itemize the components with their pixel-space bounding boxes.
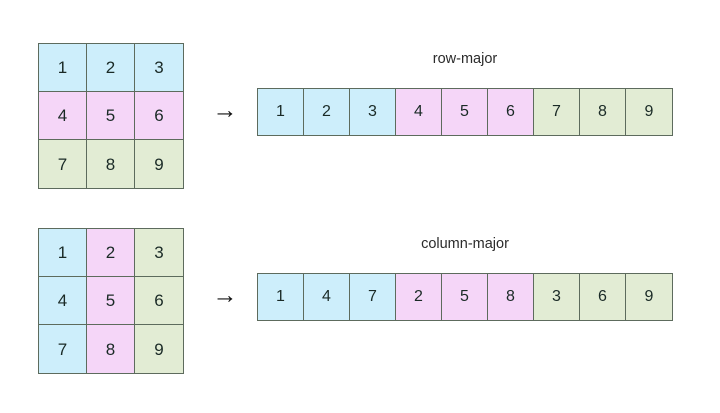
- matrix-cell: 6: [488, 89, 534, 135]
- matrix-cell: 4: [396, 89, 442, 135]
- matrix-cell: 6: [580, 274, 626, 320]
- matrix-cell: 8: [87, 325, 135, 373]
- matrix-cell: 3: [135, 44, 183, 92]
- matrix-cell: 7: [39, 140, 87, 188]
- matrix-cell: 1: [39, 44, 87, 92]
- matrix-cell: 2: [87, 44, 135, 92]
- matrix-cell: 7: [534, 89, 580, 135]
- matrix-cell: 9: [626, 274, 672, 320]
- matrix-cell: 8: [87, 140, 135, 188]
- matrix-cell: 2: [87, 229, 135, 277]
- row-major-label: row-major: [432, 51, 498, 67]
- matrix-cell: 6: [135, 277, 183, 325]
- arrow-right-icon: →: [212, 280, 238, 309]
- matrix-cell: 9: [135, 325, 183, 373]
- matrix-cell: 1: [258, 89, 304, 135]
- matrix-cell: 3: [350, 89, 396, 135]
- matrix-cell: 9: [135, 140, 183, 188]
- matrix-cell: 3: [534, 274, 580, 320]
- matrix-cell: 4: [39, 277, 87, 325]
- arrow-right-icon: →: [212, 95, 238, 124]
- matrix-cell: 3: [135, 229, 183, 277]
- matrix-cell: 7: [350, 274, 396, 320]
- matrix-cell: 5: [87, 277, 135, 325]
- matrix-cell: 2: [304, 89, 350, 135]
- matrix-cell: 2: [396, 274, 442, 320]
- matrix-cell: 7: [39, 325, 87, 373]
- column-major-label: column-major: [421, 236, 509, 252]
- matrix-cell: 9: [626, 89, 672, 135]
- matrix-cell: 4: [39, 92, 87, 140]
- matrix-cell: 8: [580, 89, 626, 135]
- matrix-cell: 1: [39, 229, 87, 277]
- matrix-cell: 5: [87, 92, 135, 140]
- matrix-cell: 1: [258, 274, 304, 320]
- matrix-cell: 4: [304, 274, 350, 320]
- matrix-cell: 8: [488, 274, 534, 320]
- matrix-cell: 5: [442, 89, 488, 135]
- matrix-cell: 6: [135, 92, 183, 140]
- matrix-cell: 5: [442, 274, 488, 320]
